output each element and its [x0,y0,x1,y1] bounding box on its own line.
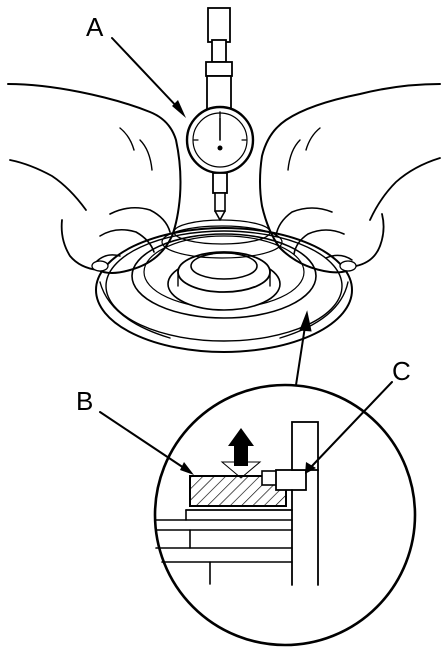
plunger-tip [214,210,226,221]
left-hand [7,83,182,274]
housing [95,219,353,353]
indicator-neck [206,75,232,111]
leader-c [311,381,393,467]
retainer-bore [190,252,258,280]
bearing-ring [131,233,317,319]
callout-label-a: A [86,12,104,42]
probe-body-upper [291,421,319,471]
probe-tip [275,469,307,491]
plunger-sleeve [212,172,228,194]
leader-a [111,37,181,111]
indicator-clamp [211,39,227,63]
callout-label-c: C [392,356,411,386]
upward-arrow [228,428,254,466]
outer-flange [95,227,353,353]
detail-leader [295,310,312,386]
dial-indicator [185,7,255,221]
inner-race [173,219,271,245]
right-hand [259,83,441,274]
plunger [214,192,226,212]
indicator-stem [207,7,231,43]
callout-label-b: B [76,386,93,416]
leader-b [99,411,191,473]
dial-hub [217,145,223,151]
detail-view [153,383,417,647]
detail-circle [153,383,417,647]
indicator-arm [205,61,233,77]
callout-leaders [99,37,393,475]
